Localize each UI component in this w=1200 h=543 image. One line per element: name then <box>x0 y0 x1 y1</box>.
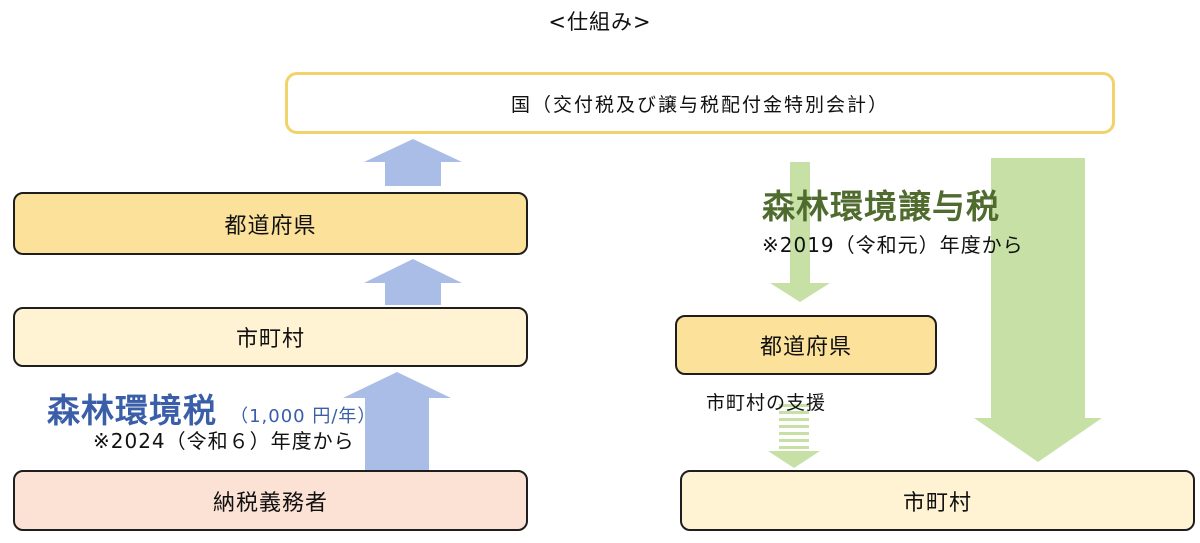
arrow-down-national-to-pref <box>770 162 830 302</box>
national-box: 国（交付税及び譲与税配付金特別会計） <box>285 72 1115 134</box>
forest-tax-start: ※2024（令和６）年度から <box>93 429 355 453</box>
national-label: 国（交付税及び譲与税配付金特別会計） <box>510 93 889 116</box>
municipality-support-label: 市町村の支援 <box>706 392 827 414</box>
arrow-down-national-to-muni <box>974 158 1102 462</box>
transfer-tax-start: ※2019（令和元）年度から <box>762 233 1024 257</box>
transfer-tax-name: 森林環境譲与税 <box>762 187 1000 226</box>
left-municipality-box: 市町村 <box>13 307 528 367</box>
arrow-up-pref-to-national <box>364 139 462 186</box>
forest-tax-name: 森林環境税 <box>47 391 217 430</box>
left-municipality-label: 市町村 <box>235 327 305 352</box>
right-municipality-box: 市町村 <box>680 470 1195 531</box>
right-municipality-label: 市町村 <box>902 490 972 516</box>
forest-tax-amount: （1,000 円/年） <box>230 406 377 427</box>
forest-tax-heading: 森林環境税 （1,000 円/年） <box>47 384 376 432</box>
diagram-title: <仕組み> <box>548 10 652 34</box>
arrow-up-taxpayer-to-muni <box>343 372 451 470</box>
right-prefecture-box: 都道府県 <box>675 315 937 375</box>
left-prefecture-label: 都道府県 <box>224 213 317 239</box>
right-prefecture-label: 都道府県 <box>759 335 852 360</box>
taxpayer-box: 納税義務者 <box>13 470 528 531</box>
arrow-up-muni-to-pref <box>364 259 462 305</box>
arrow-down-support-striped <box>768 404 820 468</box>
taxpayer-label: 納税義務者 <box>212 490 328 516</box>
left-prefecture-box: 都道府県 <box>13 192 528 255</box>
